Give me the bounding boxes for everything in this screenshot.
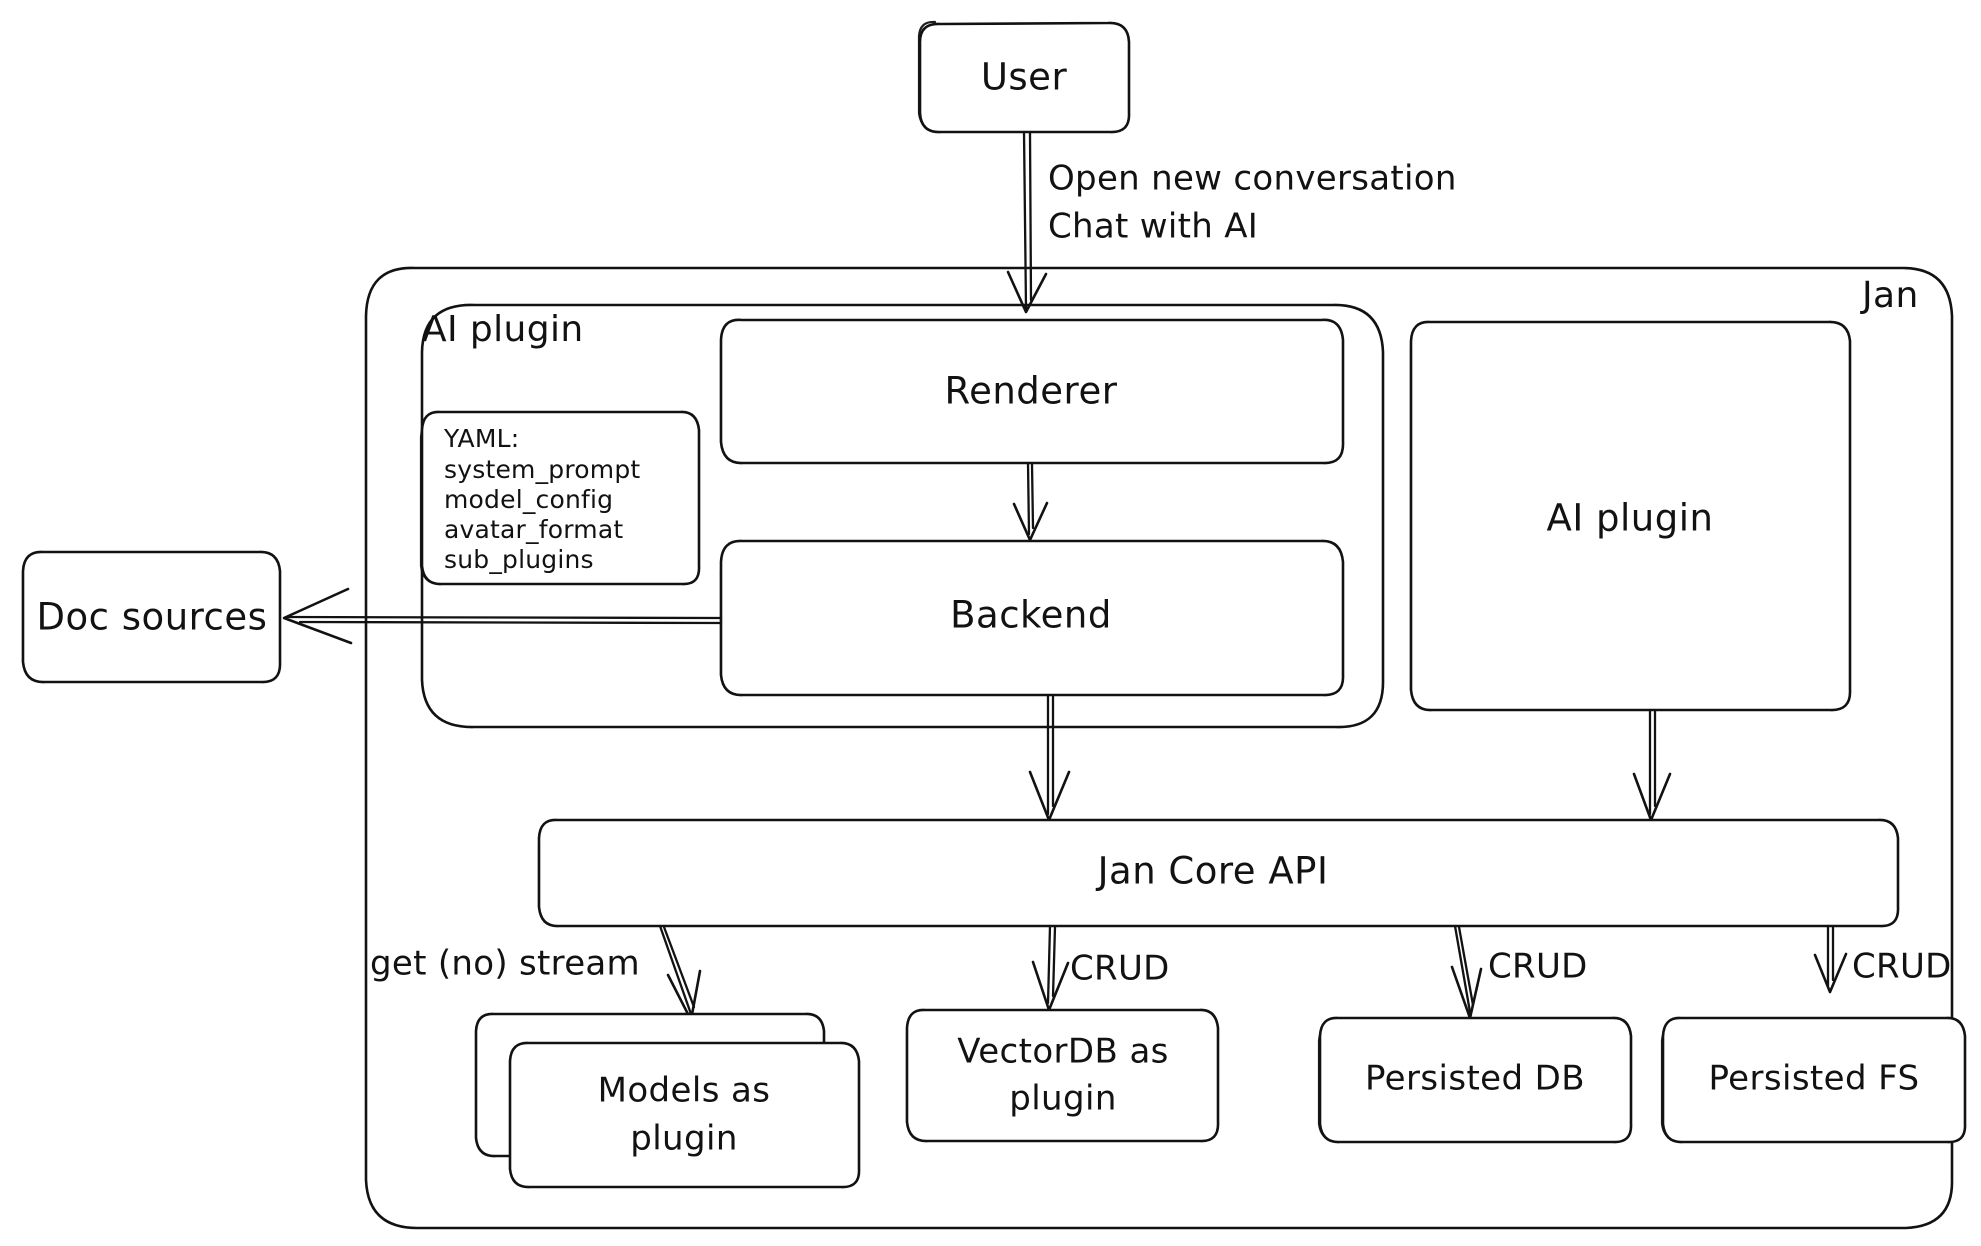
node-backend-label: Backend <box>950 594 1112 637</box>
node-jan-core-api[interactable]: Jan Core API <box>537 818 1900 928</box>
edge-label-crud-persisted-fs: CRUD <box>1852 947 1952 987</box>
node-ai-plugin-label: AI plugin <box>1547 497 1714 540</box>
node-models-as-plugin[interactable]: Models as plugin <box>474 1012 861 1189</box>
edge-label-crud-persisted-db: CRUD <box>1488 947 1588 987</box>
node-persisted-db[interactable]: Persisted DB <box>1317 1016 1633 1144</box>
container-ai-plugin-group-label: AI plugin <box>422 309 584 350</box>
node-user[interactable]: User <box>917 20 1131 134</box>
node-persisted-fs[interactable]: Persisted FS <box>1660 1016 1967 1144</box>
node-user-label: User <box>981 56 1068 99</box>
note-yaml-item-0: system_prompt <box>444 455 640 484</box>
node-doc-sources-label: Doc sources <box>37 596 268 639</box>
node-renderer-label: Renderer <box>945 370 1118 413</box>
edge-label-crud-vectordb: CRUD <box>1070 949 1170 989</box>
node-vectordb-as-plugin-label-line2: plugin <box>1009 1079 1117 1119</box>
node-jan-core-api-label: Jan Core API <box>1096 850 1329 893</box>
node-persisted-fs-label: Persisted FS <box>1708 1059 1919 1099</box>
node-vectordb-as-plugin[interactable]: VectorDB as plugin <box>905 1008 1220 1143</box>
edge-core-api-to-models: get (no) stream <box>370 924 702 1022</box>
note-yaml-item-2: avatar_format <box>444 515 623 544</box>
node-backend[interactable]: Backend <box>719 539 1345 697</box>
edge-core-api-to-persisted-fs: CRUD <box>1813 924 1952 994</box>
note-yaml-item-1: model_config <box>444 485 613 514</box>
node-doc-sources[interactable]: Doc sources <box>21 550 282 684</box>
note-yaml-item-3: sub_plugins <box>444 545 594 574</box>
note-yaml-title: YAML: <box>443 424 519 453</box>
node-vectordb-as-plugin-label-line1: VectorDB as <box>957 1032 1169 1072</box>
node-renderer[interactable]: Renderer <box>719 318 1345 465</box>
edge-user-to-renderer: Open new conversation Chat with AI <box>1006 130 1457 314</box>
edge-backend-to-doc-sources <box>282 587 723 645</box>
edge-label-get-no-stream: get (no) stream <box>370 944 640 984</box>
node-models-as-plugin-label-line2: plugin <box>630 1119 738 1159</box>
note-yaml-config[interactable]: YAML: system_prompt model_config avatar_… <box>419 410 701 586</box>
container-jan-label: Jan <box>1860 275 1919 316</box>
node-models-as-plugin-label-line1: Models as <box>598 1071 771 1111</box>
node-ai-plugin[interactable]: AI plugin <box>1409 320 1852 712</box>
node-persisted-db-label: Persisted DB <box>1365 1059 1585 1099</box>
edge-label-open-new-conversation: Open new conversation <box>1048 159 1457 199</box>
edge-label-chat-with-ai: Chat with AI <box>1048 207 1258 247</box>
